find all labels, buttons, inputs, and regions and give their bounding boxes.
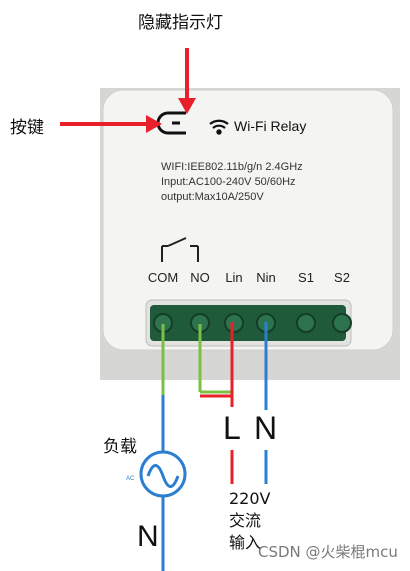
brand-text: Wi-Fi Relay	[234, 118, 306, 134]
terminal-label-s2: S2	[334, 270, 350, 285]
voltage-text: 220V	[229, 489, 271, 508]
relay-switch-symbol	[161, 237, 199, 262]
button-label: 按键	[10, 118, 44, 138]
terminal-strip	[150, 305, 346, 341]
spec-line: Input:AC100-240V 50/60Hz	[161, 176, 296, 188]
spec-line: output:Max10A/250V	[161, 191, 264, 203]
neutral-label: N	[254, 410, 278, 446]
load-label: 负载	[103, 437, 137, 457]
ac-mark: AC	[126, 476, 135, 482]
terminal-screw-lin	[224, 313, 244, 333]
terminal-screw-s1	[296, 313, 316, 333]
no-wire	[198, 324, 232, 398]
input-voltage-label: 220V 交流 输入	[229, 488, 270, 554]
live-label: L	[223, 410, 241, 446]
hidden-led-label: 隐藏指示灯	[138, 13, 223, 33]
terminal-label-s1: S1	[298, 270, 314, 285]
spec-line: WIFI:IEE802.11b/g/n 2.4GHz	[161, 161, 303, 173]
terminal-label-no: NO	[190, 270, 210, 285]
load-neutral-label: N	[137, 520, 159, 553]
terminal-screw-s2	[332, 313, 352, 333]
terminal-label-nin: Nin	[256, 270, 276, 285]
watermark: CSDN @火柴棍mcu	[258, 543, 398, 561]
ac-text: 交流	[229, 511, 262, 530]
relay-module	[102, 89, 394, 351]
sine-icon	[146, 464, 180, 488]
input-text: 输入	[229, 533, 262, 552]
arrow-head-button	[146, 115, 162, 133]
terminal-label-lin: Lin	[225, 270, 242, 285]
terminal-label-com: COM	[148, 270, 178, 285]
wifi-icon	[209, 119, 229, 135]
arrow-head-hidden-led	[178, 98, 196, 114]
